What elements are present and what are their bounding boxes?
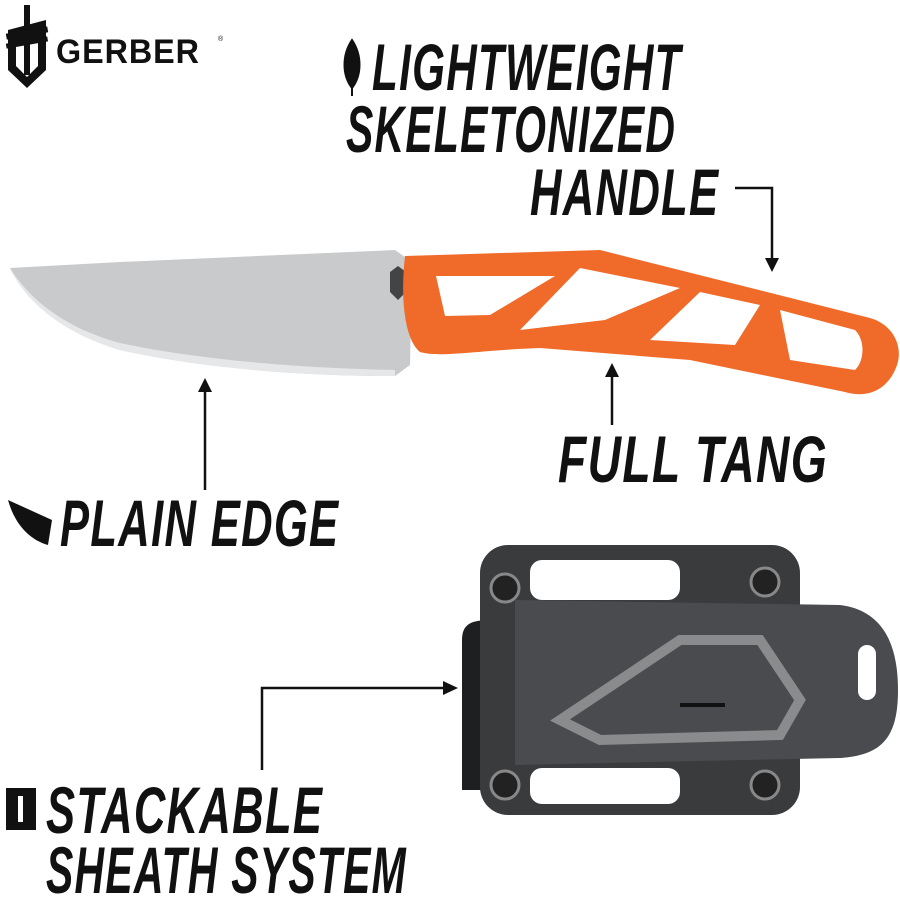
arrows	[203, 186, 774, 770]
blade-logo-icon	[390, 266, 406, 300]
sheath-icon	[6, 788, 36, 830]
handle-arrow	[735, 186, 774, 262]
tang-callout: FULL TANG	[558, 422, 829, 496]
handle-callout-line3: HANDLE	[530, 155, 720, 229]
handle-callout-line2: SKELETONIZED	[346, 92, 677, 166]
brand-logo-text: GERBER	[56, 33, 200, 71]
blade-edge-icon	[8, 500, 52, 545]
feather-leaf-icon	[343, 38, 361, 96]
handle-callout-line1: LIGHTWEIGHT	[372, 30, 682, 104]
sheath-callout-line1: STACKABLE	[46, 773, 324, 847]
sheath-arrow	[260, 686, 445, 770]
knife-blade	[10, 250, 412, 376]
sheath	[462, 545, 898, 815]
sheath-callout-line2: SHEATH SYSTEM	[46, 833, 407, 900]
gerber-logo-icon	[5, 5, 49, 88]
edge-callout: PLAIN EDGE	[60, 486, 340, 560]
registered-mark: ®	[218, 36, 224, 43]
knife-handle	[403, 250, 899, 395]
